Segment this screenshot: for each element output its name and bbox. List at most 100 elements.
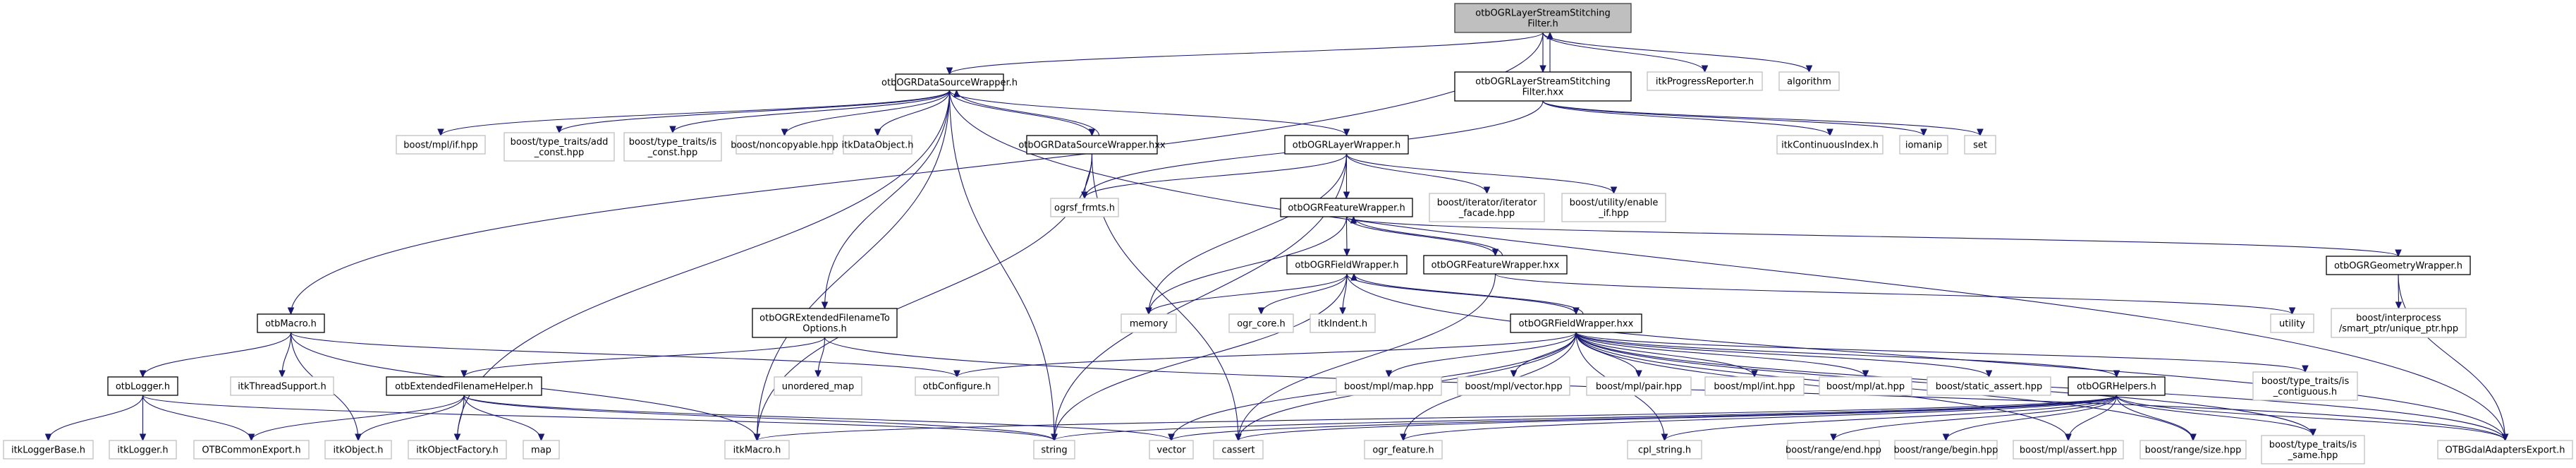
node-label: _same.hpp	[2288, 450, 2338, 461]
edge-ext_helper-to-map	[463, 395, 542, 441]
node-boost-mpl-map: boost/mpl/map.hpp	[1336, 376, 1442, 396]
node-box	[193, 440, 310, 460]
node-box	[1228, 313, 1294, 333]
arrowhead-icon	[139, 433, 147, 442]
node-label: otbOGRLayerStreamStitching	[1475, 8, 1610, 19]
edge-feature_h-to-memory	[1148, 216, 1348, 315]
edge-feature_hxx-to-cassert	[1238, 273, 1496, 441]
arrowhead-icon	[2395, 249, 2402, 258]
node-field-h[interactable]: otbOGRFieldWrapper.h	[1286, 255, 1408, 275]
node-box	[724, 440, 790, 460]
node-label: itkThreadSupport.h	[238, 382, 326, 392]
arrowhead-icon	[1350, 272, 1357, 281]
arrowhead-icon	[781, 128, 788, 137]
node-box	[1819, 376, 1912, 396]
edge-field_hxx-to-boost_mpl_map	[1388, 332, 1577, 378]
node-feature-h[interactable]: otbOGRFeatureWrapper.h	[1280, 198, 1413, 217]
node-box	[1364, 440, 1443, 460]
arrowhead-icon	[1400, 433, 1407, 442]
edge-dsw_hxx-to-dsw_h	[956, 90, 1100, 136]
node-boost-mpl-assert: boost/mpl/assert.hpp	[2013, 440, 2124, 460]
arrowhead-icon	[1539, 65, 1546, 73]
node-ext-helper[interactable]: otbExtendedFilenameHelper.h	[386, 376, 542, 396]
node-itkThreadSupport: itkThreadSupport.h	[230, 376, 334, 396]
node-box	[1280, 198, 1413, 217]
arrowhead-icon	[874, 128, 881, 137]
node-label: set	[1973, 140, 1987, 151]
node-label: otbOGRGeometryWrapper.h	[2334, 261, 2462, 272]
node-box	[2252, 371, 2358, 401]
node-label: iomanip	[1905, 140, 1942, 151]
arrowhead-icon	[1350, 215, 1357, 224]
node-boost-static-assert: boost/static_assert.hpp	[1927, 376, 2051, 396]
node-box	[107, 376, 178, 396]
edge-dsw_h-to-layer_h	[948, 90, 1348, 136]
node-box	[230, 376, 334, 396]
node-label: Filter.h	[1527, 19, 1558, 30]
arrowhead-icon	[1862, 370, 1869, 378]
node-itkObjectFactory: itkObjectFactory.h	[408, 440, 507, 460]
node-label: otbExtendedFilenameHelper.h	[395, 382, 533, 392]
node-box	[523, 440, 560, 460]
node-box	[2331, 308, 2467, 338]
node-dsw-h[interactable]: otbOGRDataSourceWrapper.h	[881, 73, 1018, 91]
edge-feature_hxx-to-feature_h	[1353, 216, 1503, 256]
node-box	[774, 376, 862, 396]
arrowhead-icon	[1751, 370, 1758, 378]
edge-otbLogger-to-OTBCommonExport	[142, 395, 252, 441]
node-label: _const.hpp	[534, 148, 585, 158]
node-box	[1627, 440, 1702, 460]
edge-field_hxx-to-helpers_h	[1575, 332, 2118, 378]
node-otbLogger[interactable]: otbLogger.h	[107, 376, 178, 396]
edge-otbLogger-to-string	[142, 395, 1055, 441]
node-label: boost/mpl/vector.hpp	[1465, 382, 1562, 392]
arrowhead-icon	[946, 67, 953, 76]
node-feature-hxx[interactable]: otbOGRFeatureWrapper.hxx	[1423, 255, 1568, 275]
edge-field_hxx-to-otbConfigure	[956, 332, 1577, 378]
edge-lssf_hxx-to-itkContinuousIndex	[1542, 100, 1831, 136]
node-box	[1899, 135, 1948, 155]
node-set: set	[1964, 135, 1996, 155]
node-label: boost/type_traits/add	[511, 137, 609, 148]
node-helpers-h[interactable]: otbOGRHelpers.h	[2068, 376, 2166, 396]
node-label: itkMacro.h	[733, 445, 781, 456]
arrowhead-icon	[1546, 31, 1553, 40]
arrowhead-icon	[279, 370, 286, 378]
node-utility: utility	[2270, 313, 2314, 333]
node-otbConfigure: otbConfigure.h	[915, 376, 999, 396]
edge-layer_h-to-string	[1054, 153, 1348, 441]
arrowhead-icon	[814, 370, 822, 378]
node-box	[895, 73, 1004, 91]
node-label: itkObjectFactory.h	[416, 445, 499, 456]
node-itkDataObject: itkDataObject.h	[842, 135, 914, 155]
edge-field_hxx-to-boost_mpl_int	[1575, 332, 1755, 378]
node-box	[1927, 376, 2051, 396]
node-label: utility	[2279, 319, 2305, 330]
node-label: _contiguous.h	[2273, 387, 2337, 397]
edge-otbMacro-to-otbConfigure	[290, 332, 958, 378]
node-itkObject: itkObject.h	[324, 440, 392, 460]
node-dsw-hxx[interactable]: otbOGRDataSourceWrapper.hxx	[1018, 135, 1166, 155]
node-ogrsf-frmts: ogrsf_frmts.h	[1050, 198, 1119, 217]
arrowhead-icon	[1977, 128, 1984, 137]
node-box	[396, 135, 486, 155]
edge-layer_h-to-boost_enable_if	[1345, 153, 1615, 194]
node-otbMacro[interactable]: otbMacro.h	[257, 313, 325, 333]
node-label: otbConfigure.h	[923, 382, 991, 392]
node-boost-noncopyable: boost/noncopyable.hpp	[731, 135, 838, 155]
node-label: boost/mpl/if.hpp	[403, 140, 477, 151]
node-itkLogger: itkLogger.h	[109, 440, 177, 460]
node-boost-range-end: boost/range/end.hpp	[1786, 440, 1881, 460]
node-boost-mpl-int: boost/mpl/int.hpp	[1704, 376, 1805, 396]
node-box	[2013, 440, 2124, 460]
node-label: boost/noncopyable.hpp	[731, 140, 838, 151]
node-field-hxx[interactable]: otbOGRFieldWrapper.hxx	[1510, 313, 1642, 333]
node-label: otbLogger.h	[116, 382, 170, 392]
node-box	[1284, 135, 1409, 155]
node-label: memory	[1130, 319, 1168, 330]
node-geometry-h[interactable]: otbOGRGeometryWrapper.h	[2326, 256, 2471, 275]
node-layer-h[interactable]: otbOGRLayerWrapper.h	[1284, 135, 1409, 155]
